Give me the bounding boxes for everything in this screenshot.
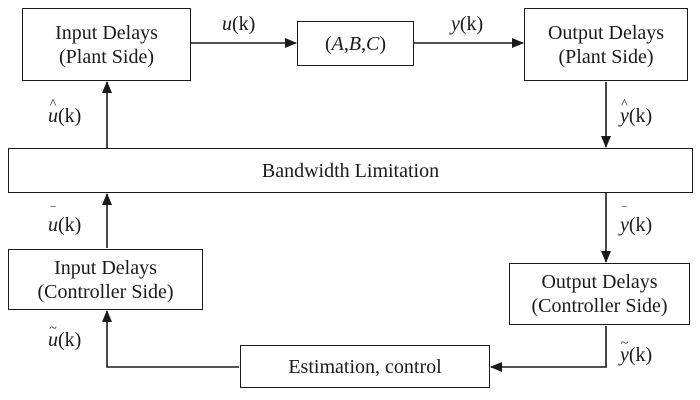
signal-symbol: y: [451, 13, 460, 35]
signal-arg: (k): [628, 214, 653, 236]
signal-y-label: y(k): [451, 14, 483, 34]
signal-arg: (k): [58, 214, 82, 236]
input-delays-plant-block: Input Delays (Plant Side): [22, 8, 191, 81]
plant-block: (A,B,C): [297, 21, 414, 66]
signal-y-bar-label: ‾y(k): [620, 206, 653, 236]
estimation-label: Estimation, control: [288, 355, 442, 378]
signal-symbol: u: [48, 329, 58, 351]
output-delays-plant-block: Output Delays (Plant Side): [524, 8, 688, 81]
block-label-line1: Input Delays: [54, 256, 157, 279]
signal-u-label: u(k): [222, 14, 255, 34]
signal-arg: (k): [459, 13, 484, 35]
input-delays-controller-block: Input Delays (Controller Side): [8, 249, 203, 310]
block-label-line1: Output Delays: [541, 271, 658, 293]
block-label-line2: (Plant Side): [59, 45, 154, 68]
arrow-utilde-to-input-delays: [102, 310, 239, 368]
signal-u-bar-label: ‾u(k): [48, 206, 82, 236]
signal-arg: (k): [58, 105, 82, 127]
signal-y-tilde-label: ~y(k): [620, 336, 653, 366]
signal-y-hat-label: ^y(k): [620, 97, 653, 127]
bandwidth-label: Bandwidth Limitation: [261, 159, 440, 182]
output-delays-controller-block: Output Delays (Controller Side): [509, 263, 690, 325]
signal-arg: (k): [232, 13, 256, 35]
signal-symbol: y: [620, 214, 629, 236]
signal-u-tilde-label: ~u(k): [48, 321, 82, 351]
signal-symbol: u: [48, 105, 58, 127]
signal-arg: (k): [58, 329, 82, 351]
block-label-line2: (Plant Side): [558, 45, 654, 68]
signal-symbol: y: [620, 344, 629, 366]
signal-symbol: u: [222, 13, 232, 35]
bandwidth-limitation-block: Bandwidth Limitation: [8, 148, 693, 193]
signal-symbol: u: [48, 214, 58, 236]
block-label-line1: Output Delays: [547, 21, 665, 44]
signal-arg: (k): [628, 105, 653, 127]
block-label-line2: (Controller Side): [531, 295, 668, 317]
signal-arg: (k): [628, 344, 653, 366]
estimation-control-block: Estimation, control: [240, 345, 490, 388]
signal-symbol: y: [620, 105, 629, 127]
signal-u-hat-label: ^u(k): [48, 97, 82, 127]
block-label-line1: Input Delays: [55, 21, 158, 44]
plant-label: (A,B,C): [324, 32, 387, 55]
block-label-line2: (Controller Side): [37, 280, 174, 303]
arrow-ytilde-to-estimation: [490, 326, 607, 372]
